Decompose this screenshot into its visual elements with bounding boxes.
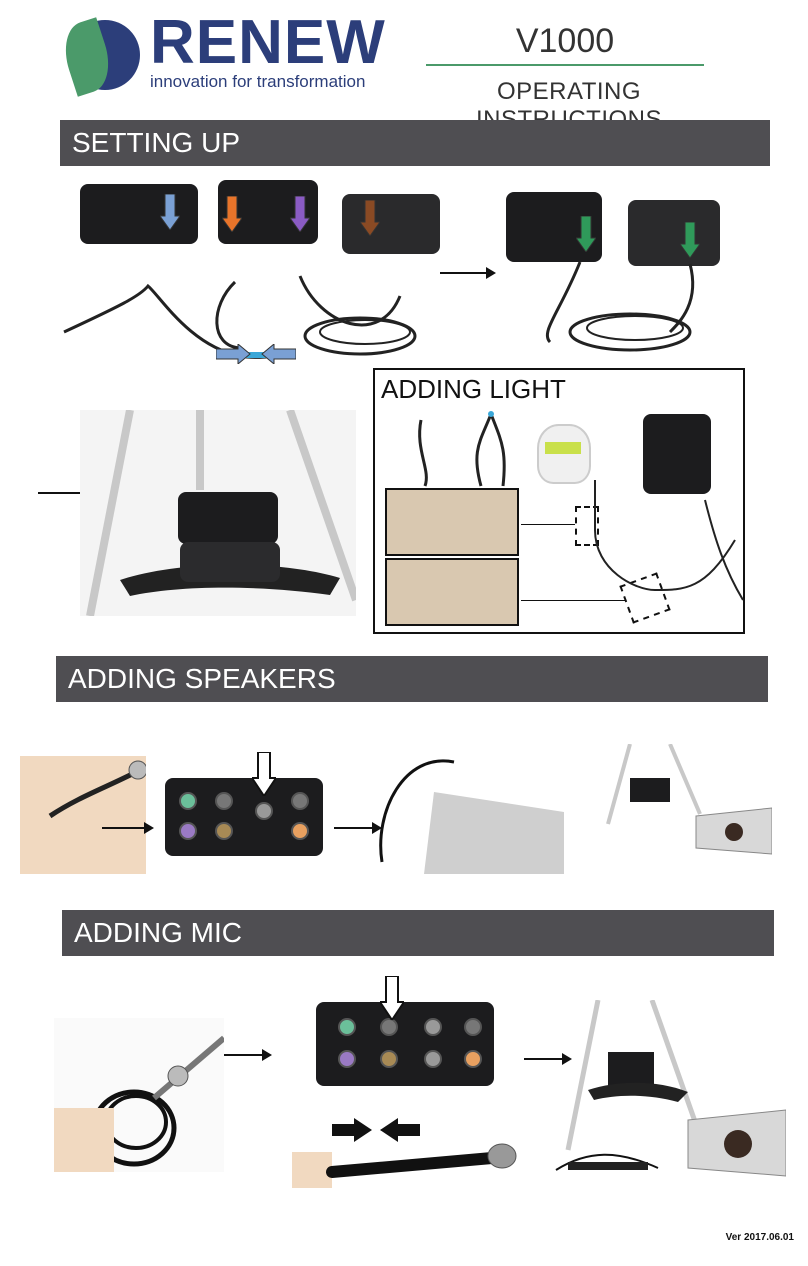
- speaker-setup-photo: [600, 743, 773, 862]
- port: [380, 1050, 398, 1068]
- port-green: [179, 792, 197, 810]
- section-setting-up: SETTING UP: [60, 120, 770, 166]
- port-xlr: [424, 1018, 442, 1036]
- power-plant-device: [80, 184, 198, 244]
- cables-illustration: [545, 261, 695, 352]
- arrow-right-icon-head: [486, 267, 496, 279]
- setup-photo-connected: [500, 182, 730, 362]
- arrow-down-icon: [360, 200, 380, 236]
- cables-illustration: [63, 275, 417, 359]
- arrow-down-icon: [160, 194, 180, 230]
- speaker-cable-hand-photo: [20, 756, 146, 874]
- arrow-down-icon: [252, 752, 276, 796]
- port: [291, 792, 309, 810]
- amplifier-device: [178, 492, 278, 544]
- solar-lantern: [537, 424, 591, 484]
- arrow-right-icon-head: [562, 1053, 572, 1065]
- arrow-down-icon: [222, 196, 242, 232]
- section-adding-light: ADDING LIGHT: [381, 374, 566, 404]
- tripod-speaker-icon: [606, 743, 773, 855]
- arrow-right-icon: [102, 827, 146, 829]
- port: [215, 822, 233, 840]
- port-purple: [179, 822, 197, 840]
- port-orange: [291, 822, 309, 840]
- dashed-highlight: [575, 506, 599, 546]
- arrow-right-icon-head: [372, 822, 382, 834]
- arrow-right-icon-head: [262, 1049, 272, 1061]
- brand-name: RENEW: [150, 8, 386, 77]
- arrow-down-icon: [680, 222, 700, 258]
- setup-photo-connections: [60, 176, 440, 376]
- horn-speaker-icon: [379, 759, 564, 874]
- xlr-cable-icon: [48, 760, 146, 819]
- port: [380, 1018, 398, 1036]
- amplifier-panel-photo: [316, 1002, 494, 1086]
- microphone-photo: [292, 1118, 518, 1190]
- lantern-band: [545, 442, 581, 454]
- arrow-down-icon: [290, 196, 310, 232]
- arrow-right-icon: [224, 1054, 264, 1056]
- tripod-mic-speaker-icon: [555, 999, 787, 1177]
- connector-arrows: [216, 344, 296, 364]
- arrow-right-icon: [524, 1058, 564, 1060]
- section-adding-mic: ADDING MIC: [62, 910, 774, 956]
- port: [464, 1018, 482, 1036]
- arrow-right-icon: [38, 492, 94, 494]
- arrow-down-icon: [380, 976, 404, 1020]
- arrow-right-icon: [440, 272, 488, 274]
- port-xlr: [255, 802, 273, 820]
- tripod-photo: [80, 410, 356, 616]
- leader-line: [521, 600, 625, 601]
- brand-tagline: innovation for transformation: [150, 72, 366, 91]
- arrow-right-icon-head: [144, 822, 154, 834]
- header-divider: [426, 64, 704, 66]
- leader-line: [521, 524, 575, 525]
- version-label: Ver 2017.06.01: [725, 1232, 794, 1243]
- light-inset-photo-1: [385, 488, 519, 556]
- mic-cable-icon: [54, 1035, 226, 1172]
- arrow-right-icon: [334, 827, 374, 829]
- adding-light-panel: ADDING LIGHT: [373, 368, 745, 634]
- power-plant-device: [643, 414, 711, 494]
- port-purple: [338, 1050, 356, 1068]
- port: [424, 1050, 442, 1068]
- amplifier-panel-photo: [165, 778, 323, 856]
- mic-cable-hand-photo: [54, 1018, 226, 1172]
- microphone-icon: [292, 1118, 517, 1188]
- mic-setup-photo: [548, 999, 787, 1184]
- port-green: [338, 1018, 356, 1036]
- projector-device: [342, 194, 440, 254]
- cables-illustration: [594, 480, 744, 601]
- section-adding-speakers: ADDING SPEAKERS: [56, 656, 768, 702]
- horn-speaker-photo: [374, 752, 564, 874]
- splitter-cable-icon: [418, 411, 506, 487]
- projector-device: [628, 200, 720, 266]
- arrow-down-icon: [576, 216, 596, 252]
- port: [215, 792, 233, 810]
- model-number: V1000: [515, 22, 615, 60]
- port-orange: [464, 1050, 482, 1068]
- light-inset-photo-2: [385, 558, 519, 626]
- power-plant-device: [180, 542, 280, 582]
